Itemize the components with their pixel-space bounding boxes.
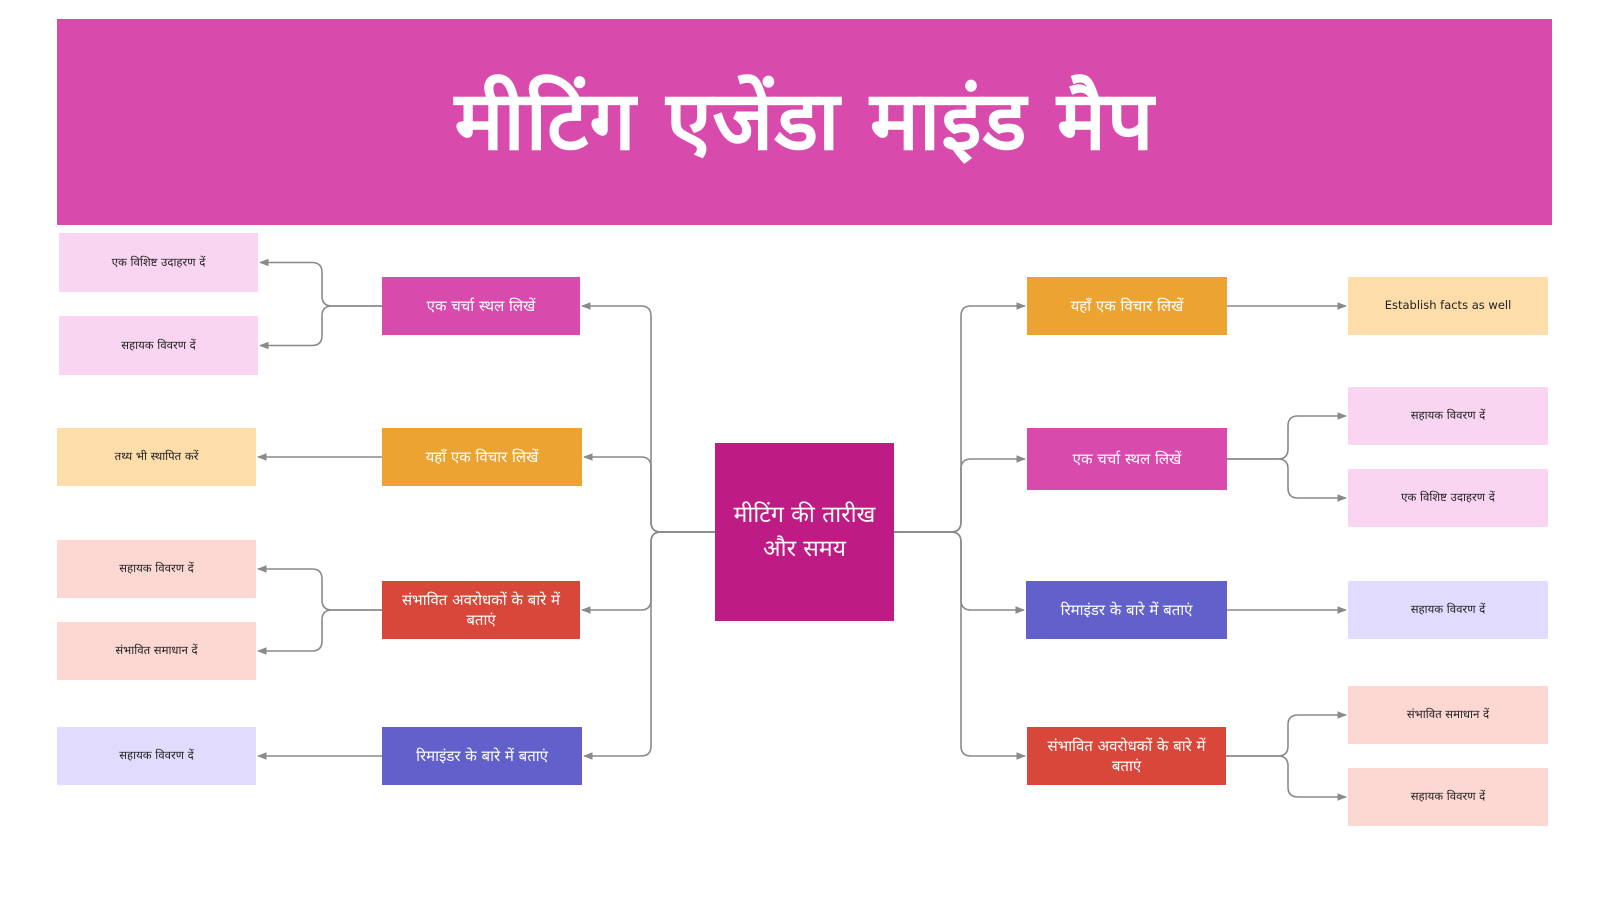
left-branch-3-subtopic-2[interactable]: संभावित समाधान दें <box>57 622 256 680</box>
title-banner: मीटिंग एजेंडा माइंड मैप <box>57 19 1552 225</box>
right-branch-1-subtopic-1[interactable]: Establish facts as well <box>1348 277 1548 335</box>
right-branch-4-subtopic-1[interactable]: संभावित समाधान दें <box>1348 686 1548 744</box>
left-branch-4[interactable]: रिमाइंडर के बारे में बताएं <box>382 727 582 785</box>
connector-center-right-1 <box>894 302 1026 533</box>
connector-right-4-2 <box>1226 755 1347 801</box>
connector-center-left-1 <box>581 302 715 533</box>
right-branch-2-subtopic-1[interactable]: सहायक विवरण दें <box>1348 387 1548 445</box>
left-branch-2-subtopic-1[interactable]: तथ्य भी स्थापित करें <box>57 428 256 486</box>
left-branch-3[interactable]: संभावित अवरोधकों के बारे में बताएं <box>382 581 580 639</box>
right-branch-2[interactable]: एक चर्चा स्थल लिखें <box>1027 428 1227 490</box>
connector-left-1-2 <box>259 305 382 350</box>
left-branch-2[interactable]: यहाँ एक विचार लिखें <box>382 428 582 486</box>
page-title: मीटिंग एजेंडा माइंड मैप <box>454 74 1155 169</box>
connector-right-4-1 <box>1226 711 1347 757</box>
right-branch-1[interactable]: यहाँ एक विचार लिखें <box>1027 277 1227 335</box>
connector-left-3-1 <box>257 565 382 611</box>
right-branch-3-subtopic-1[interactable]: सहायक विवरण दें <box>1348 581 1548 639</box>
connector-center-left-4 <box>583 531 715 760</box>
connector-left-1-1 <box>259 258 382 307</box>
left-branch-1[interactable]: एक चर्चा स्थल लिखें <box>382 277 580 335</box>
connector-center-right-2 <box>894 455 1026 533</box>
connector-center-left-2 <box>583 453 715 533</box>
right-branch-4-subtopic-2[interactable]: सहायक विवरण दें <box>1348 768 1548 826</box>
connector-center-left-3 <box>581 531 715 614</box>
left-branch-3-subtopic-1[interactable]: सहायक विवरण दें <box>57 540 256 598</box>
central-topic[interactable]: मीटिंग की तारीख और समय <box>715 443 894 621</box>
left-branch-4-subtopic-1[interactable]: सहायक विवरण दें <box>57 727 256 785</box>
left-branch-1-subtopic-1[interactable]: एक विशिष्ट उदाहरण दें <box>59 233 258 292</box>
connector-right-2-2 <box>1227 458 1347 502</box>
connector-right-2-1 <box>1227 412 1347 460</box>
connector-center-right-4 <box>894 531 1026 760</box>
left-branch-1-subtopic-2[interactable]: सहायक विवरण दें <box>59 316 258 375</box>
connector-left-3-2 <box>257 609 382 655</box>
connector-center-right-3 <box>894 531 1025 614</box>
right-branch-2-subtopic-2[interactable]: एक विशिष्ट उदाहरण दें <box>1348 469 1548 527</box>
right-branch-3[interactable]: रिमाइंडर के बारे में बताएं <box>1026 581 1227 639</box>
right-branch-4[interactable]: संभावित अवरोधकों के बारे में बताएं <box>1027 727 1226 785</box>
